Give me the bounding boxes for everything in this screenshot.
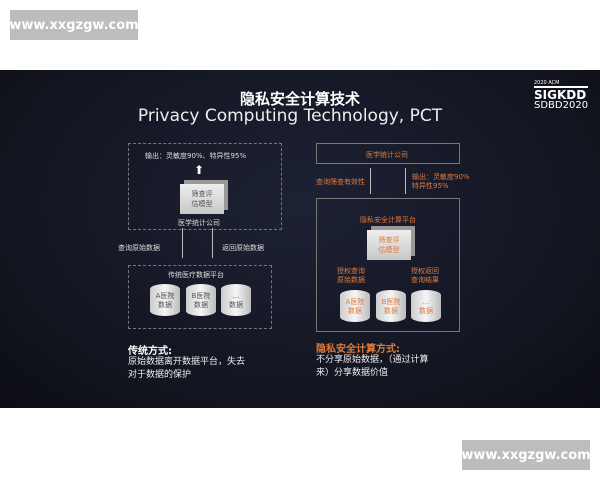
right-heading: 隐私安全计算方式:	[316, 344, 400, 355]
db-b: B医院数据	[186, 284, 216, 316]
db-l2: 数据	[419, 307, 433, 315]
right-company-box	[316, 143, 460, 164]
up-arrow-icon: ⬆	[194, 163, 205, 177]
db-a: A医院数据	[150, 284, 180, 316]
right-desc: 不分享原始数据，（通过计算来）分享数据价值	[316, 354, 429, 380]
left-desc: 原始数据离开数据平台，失去对于数据的保护	[128, 356, 245, 382]
up-arrow-line-icon	[405, 168, 406, 194]
model-l1: 筛查评	[378, 236, 400, 244]
ar-l2: 查询结果	[411, 276, 439, 284]
desc-l1: 原始数据离开数据平台，失去	[128, 357, 246, 367]
db-l1: A医院	[155, 292, 175, 300]
aq-l1: 授权查询	[337, 267, 365, 275]
screening-model: 筛查评估模型	[180, 184, 224, 214]
model-l1: 筛查评	[191, 190, 213, 198]
out-l2: 特异性95%	[412, 182, 449, 190]
db-l1: B医院	[191, 292, 211, 300]
watermark-top: www.xxgzgw.com	[9, 10, 139, 40]
db-l1: A医院	[345, 298, 365, 306]
company-box	[128, 143, 282, 230]
left-output: 输出：灵敏度90%、特异性95%	[145, 152, 247, 160]
model-l2: 估模型	[378, 246, 400, 254]
db-l1: ...	[232, 292, 240, 300]
desc-l1: 不分享原始数据，（通过计算	[316, 355, 429, 365]
left-query: 查询原始数据	[118, 244, 160, 252]
left-company: 医学统计公司	[178, 219, 220, 227]
screening-model: 筛查评估模型	[367, 230, 411, 260]
db-l2: 数据	[384, 307, 398, 315]
auth-return: 授权返回查询结果	[411, 267, 439, 285]
page-subtitle: Privacy Computing Technology, PCT	[137, 106, 443, 126]
privacy-platform-box	[316, 198, 460, 332]
db-l2: 数据	[158, 301, 172, 309]
right-company: 医学统计公司	[366, 151, 408, 159]
db-b: B医院数据	[376, 290, 406, 322]
left-platform: 传统医疗数据平台	[168, 271, 224, 279]
desc-l2: 来）分享数据价值	[316, 368, 389, 378]
db-a: A医院数据	[340, 290, 370, 322]
db-l1: B医院	[381, 298, 401, 306]
db-l2: 数据	[348, 307, 362, 315]
sigkdd-logo: 2020 ACM SIGKDD SDBD2020	[534, 80, 588, 111]
up-arrow-line-icon	[212, 228, 213, 258]
db-other: ...数据	[221, 284, 251, 316]
auth-query: 授权查询原始数据	[337, 267, 365, 285]
db-l2: 数据	[194, 301, 208, 309]
desc-l2: 对于数据的保护	[128, 370, 192, 380]
ar-l1: 授权返回	[411, 267, 439, 275]
watermark-bottom: www.xxgzgw.com	[461, 440, 591, 470]
db-l1: ...	[422, 298, 430, 306]
left-heading: 传统方式:	[128, 346, 172, 357]
model-l2: 估模型	[191, 200, 213, 208]
left-return: 返回原始数据	[222, 244, 264, 252]
aq-l2: 原始数据	[337, 276, 365, 284]
logo-sub: SDBD2020	[534, 100, 589, 111]
db-other: ...数据	[411, 290, 441, 322]
down-arrow-icon	[182, 228, 183, 258]
platform-box	[128, 265, 272, 329]
slide: 2020 ACM SIGKDD SDBD2020 隐私安全计算技术 Privac…	[0, 70, 600, 408]
down-arrow-icon	[370, 168, 371, 194]
page-title: 隐私安全计算技术	[239, 90, 360, 108]
right-output: 输出：灵敏度90%特异性95%	[412, 173, 470, 191]
logo-name: SIGKDD	[534, 88, 587, 102]
right-platform: 隐私安全计算平台	[360, 216, 416, 224]
out-l1: 输出：灵敏度90%	[412, 173, 470, 181]
logo-top: 2020 ACM	[534, 80, 588, 88]
db-l2: 数据	[229, 301, 243, 309]
right-query: 查询筛查有效性	[316, 178, 365, 186]
